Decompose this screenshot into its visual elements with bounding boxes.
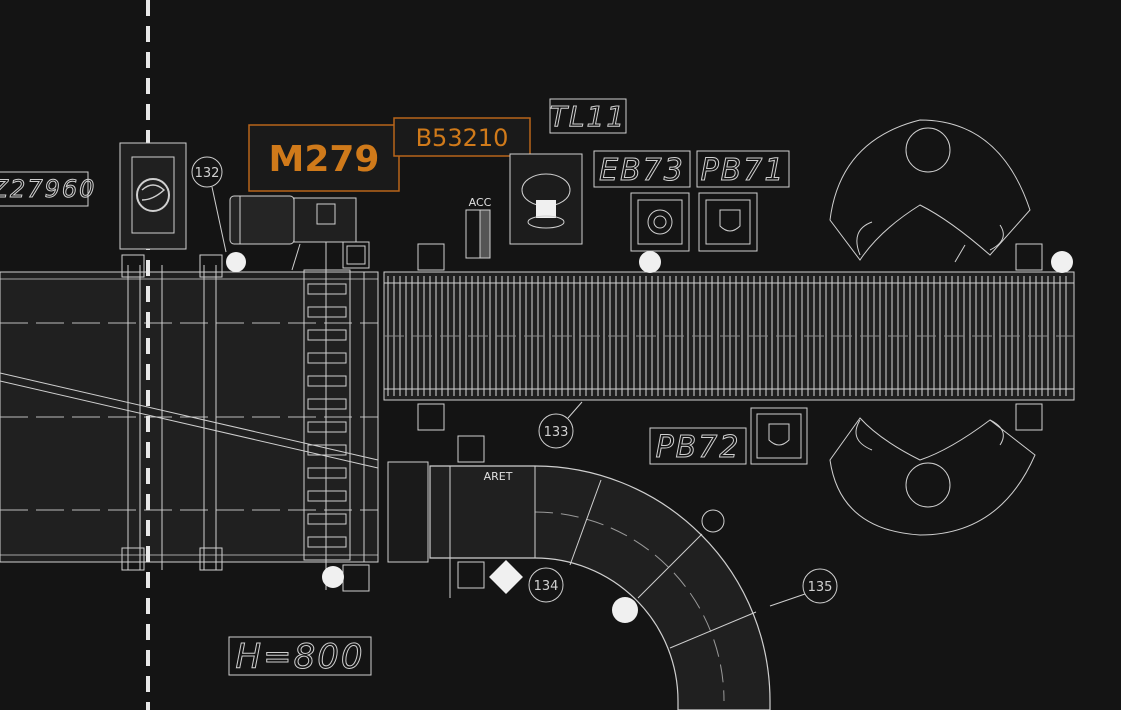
callout-135[interactable]: 135 bbox=[769, 568, 838, 607]
motor-tag-text: M279 bbox=[269, 139, 380, 180]
callout-132-text: 132 bbox=[195, 166, 220, 181]
callout-133[interactable]: 133 bbox=[538, 401, 583, 449]
acc-device[interactable]: ACC bbox=[465, 196, 492, 259]
main-conveyor[interactable] bbox=[383, 243, 1075, 431]
chain-link bbox=[307, 352, 347, 364]
tower-light-tag[interactable]: TL11 bbox=[549, 98, 627, 134]
motor-drive[interactable] bbox=[229, 195, 357, 271]
operator-figure-top bbox=[829, 119, 1031, 263]
operator-figure-bottom bbox=[829, 417, 1036, 536]
chain-link bbox=[307, 398, 347, 410]
callout-134-text: 134 bbox=[534, 579, 559, 594]
left-ref-tag[interactable]: Z27960 bbox=[0, 171, 96, 207]
pushbutton-72-tag-text: PB72 bbox=[656, 430, 741, 465]
estop-symbol[interactable] bbox=[630, 192, 690, 252]
aret-tag-text: ARET bbox=[484, 470, 513, 483]
block-tag-text: B53210 bbox=[416, 124, 509, 152]
chain-link bbox=[307, 490, 347, 502]
pushbutton-72-symbol[interactable] bbox=[750, 407, 808, 465]
curved-conveyor[interactable]: ARET bbox=[387, 435, 771, 710]
callout-132[interactable]: 132 bbox=[191, 156, 227, 253]
height-note-text: H=800 bbox=[236, 637, 365, 677]
callout-134[interactable]: 134 bbox=[528, 567, 564, 603]
callout-135-text: 135 bbox=[808, 580, 833, 595]
chain-link bbox=[307, 306, 347, 318]
estop-tag[interactable]: EB73 bbox=[593, 150, 691, 189]
motor-tag[interactable]: M279 bbox=[248, 124, 400, 192]
callout-133-text: 133 bbox=[544, 425, 569, 440]
chain-link bbox=[307, 467, 347, 479]
tower-light-tag-text: TL11 bbox=[550, 100, 626, 133]
estop-tag-text: EB73 bbox=[599, 153, 685, 188]
chain-link bbox=[307, 329, 347, 341]
chain-link bbox=[307, 513, 347, 525]
sensor-box[interactable] bbox=[119, 142, 187, 250]
acc-tag-text: ACC bbox=[469, 196, 492, 209]
chain-link bbox=[307, 421, 347, 433]
pushbutton-72-tag[interactable]: PB72 bbox=[649, 427, 747, 466]
chain-link bbox=[307, 283, 347, 295]
pushbutton-71-tag[interactable]: PB71 bbox=[696, 150, 790, 189]
pushbutton-71-tag-text: PB71 bbox=[701, 153, 786, 188]
chain-link bbox=[307, 444, 347, 456]
left-ref-tag-text: Z27960 bbox=[0, 175, 96, 203]
pushbutton-71-symbol[interactable] bbox=[698, 192, 758, 252]
mushroom-button[interactable] bbox=[509, 153, 583, 245]
chain-link bbox=[307, 375, 347, 387]
left-conveyor[interactable] bbox=[0, 205, 379, 592]
chain-link bbox=[307, 536, 347, 548]
height-note[interactable]: H=800 bbox=[228, 636, 372, 678]
block-tag[interactable]: B53210 bbox=[393, 117, 531, 157]
